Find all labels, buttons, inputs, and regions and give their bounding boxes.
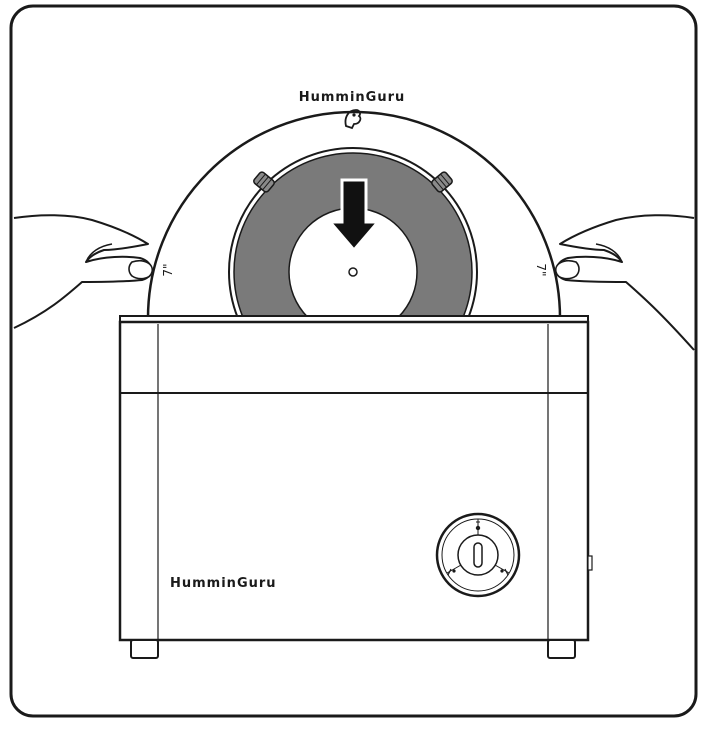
cleaner-unit [118,315,593,659]
right-hand [554,214,695,351]
left-hand [13,214,154,329]
clip-knob-left [253,171,275,193]
size-label-right: 7" [534,263,548,276]
left-thumbnail [128,259,154,280]
down-arrow-icon [326,178,382,253]
clip-knob-right [431,171,453,193]
right-thumbnail [554,259,580,280]
side-port [587,555,593,571]
control-dial-icon [435,512,521,598]
record-spindle-hole [348,267,358,277]
unit-body [118,320,590,642]
unit-brand-text: HumminGuru [170,576,277,591]
foot-right [547,639,576,659]
foot-left [130,639,159,659]
disc-brand-text: HumminGuru [299,90,406,105]
bird-logo-icon [344,109,362,130]
size-label-left: 7" [161,263,175,276]
